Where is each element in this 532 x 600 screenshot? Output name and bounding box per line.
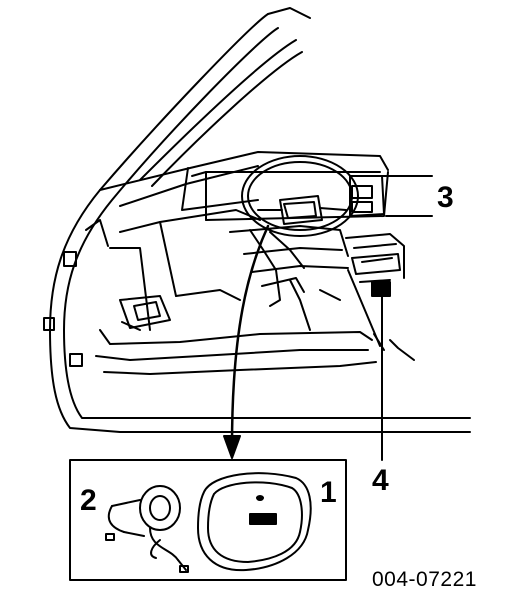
airbag-arrow: [223, 224, 270, 459]
callout-3: 3: [437, 181, 454, 214]
leader-lines: [379, 175, 433, 461]
door-frame: [43, 7, 471, 433]
steering-wheel: [241, 155, 359, 237]
figure-code: 004-07221: [372, 568, 477, 591]
clockspring-icon: [105, 485, 189, 573]
callout-1: 1: [320, 476, 337, 509]
airbag-module-icon: [197, 472, 312, 572]
callout-2: 2: [80, 484, 97, 517]
steering-column: [249, 229, 305, 307]
detail-inset: [69, 459, 347, 581]
center-stack: [345, 233, 415, 361]
dashboard: [95, 151, 389, 375]
callout-4: 4: [372, 464, 389, 497]
